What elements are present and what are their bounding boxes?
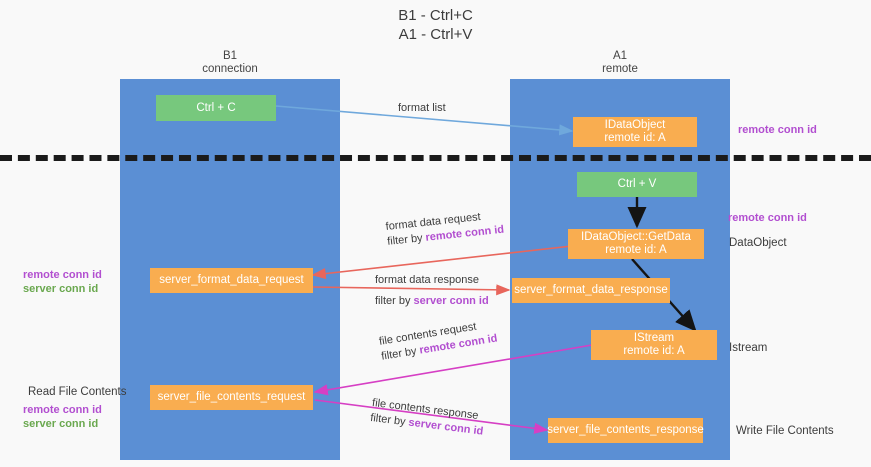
column-header-a1: A1 remote [602,50,638,75]
node-server-format-data-request[interactable]: server_format_data_request [150,268,313,293]
edge-label-line1: format data response [375,274,479,286]
annotation-remote-conn-id-mid: remote conn id [728,212,807,224]
filter-key: server conn id [413,295,489,307]
node-server-format-data-response[interactable]: server_format_data_response [512,278,670,303]
edge-label-format-list: format list [398,102,446,114]
annotation-dataobject: DataObject [729,237,787,249]
annotation-read-file-contents: Read File Contents [28,386,127,398]
filter-prefix: filter by [386,231,427,248]
annotation-remote-conn-id-top: remote conn id [738,124,817,136]
annotation-left-server-conn-id: server conn id [23,283,99,295]
node-idataobject-getdata[interactable]: IDataObject::GetData remote id: A [568,229,704,259]
node-ctrl-c[interactable]: Ctrl + C [156,95,276,121]
filter-prefix: filter by [375,295,414,307]
edge-label-line2: filter by server conn id [375,294,489,309]
edge-format-data-request [311,245,573,280]
annotation-istream: Istream [729,342,768,354]
node-server-file-contents-request[interactable]: server_file_contents_request [150,385,313,410]
divider-dashed [0,155,871,161]
node-ctrl-v[interactable]: Ctrl + V [577,172,697,197]
annotation-left-server-conn-id-2: server conn id [23,418,99,430]
edge-format-data-response [312,284,511,296]
filter-prefix: filter by [369,411,410,429]
annotation-write-file-contents: Write File Contents [736,425,834,437]
node-istream[interactable]: IStream remote id: A [591,330,717,360]
annotation-left-remote-conn-id: remote conn id [23,269,102,281]
node-idataobject[interactable]: IDataObject remote id: A [573,117,697,147]
edge-file-contents-response [314,399,549,434]
edge-format-list [275,105,574,136]
edge-label-format-data-response: format data response filter by server co… [375,273,489,309]
edge-file-contents-request [313,344,593,396]
page-title: B1 - Ctrl+C A1 - Ctrl+V [398,7,473,43]
column-header-b1: B1 connection [202,50,258,75]
node-server-file-contents-response[interactable]: server_file_contents_response [547,418,704,443]
annotation-left-remote-conn-id-2: remote conn id [23,404,102,416]
